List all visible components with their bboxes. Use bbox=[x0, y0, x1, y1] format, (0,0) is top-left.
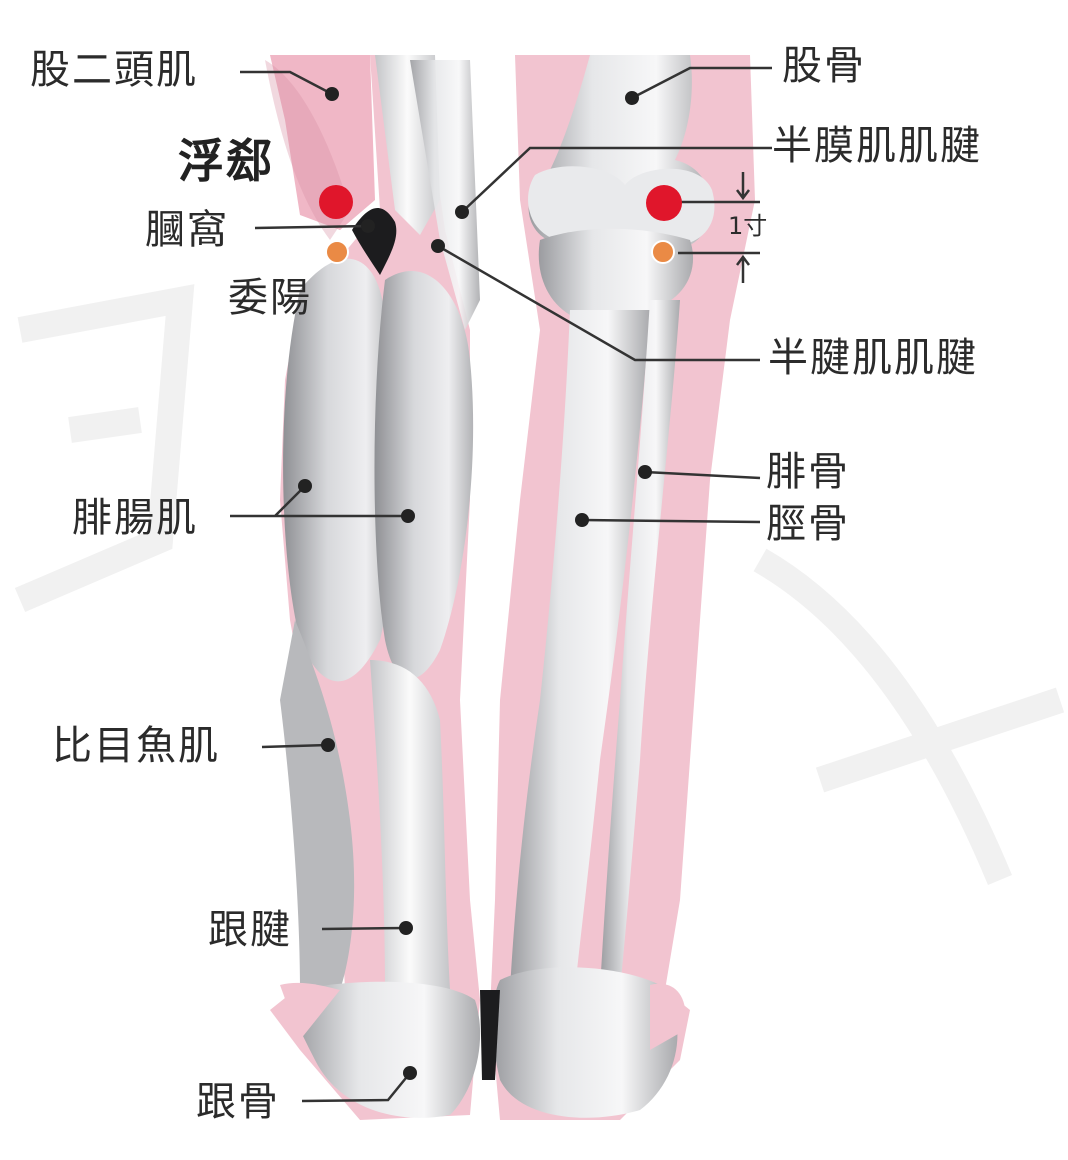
label-distance: 1寸 bbox=[728, 212, 768, 240]
right-leg bbox=[480, 55, 755, 1120]
label-tibia: 脛骨 bbox=[766, 501, 850, 547]
leader-femur bbox=[631, 66, 772, 100]
label-semitendinosus-tendon: 半腱肌肌腱 bbox=[768, 335, 978, 381]
distance-arrow-top bbox=[736, 172, 750, 201]
weiyang-point-left bbox=[325, 240, 349, 264]
label-fuxi: 浮郄 bbox=[178, 134, 274, 188]
leader-gastrocnemius bbox=[230, 485, 408, 518]
leader-lines bbox=[230, 66, 772, 1103]
leader-calcaneus bbox=[301, 1072, 411, 1103]
gastrocnemius-lateral-head bbox=[283, 258, 394, 682]
label-gastrocnemius: 腓腸肌 bbox=[72, 495, 198, 541]
leader-popliteal bbox=[254, 224, 369, 230]
achilles-tendon bbox=[370, 660, 450, 990]
weiyang-point-right bbox=[651, 240, 675, 264]
leader-semitendinosus bbox=[437, 244, 760, 362]
left-heel bbox=[293, 981, 481, 1118]
label-soleus: 比目魚肌 bbox=[52, 723, 220, 769]
left-leg bbox=[262, 55, 481, 1120]
soleus-muscle bbox=[280, 620, 355, 990]
thigh-muscle bbox=[270, 55, 375, 230]
leader-biceps-femoris bbox=[240, 70, 333, 96]
watermark bbox=[14, 284, 1065, 886]
right-heel bbox=[492, 967, 678, 1118]
gastrocnemius-medial-head bbox=[374, 271, 474, 679]
label-weiyang: 委陽 bbox=[228, 275, 312, 321]
label-femur: 股骨 bbox=[782, 43, 866, 89]
fuxi-point-right bbox=[646, 185, 682, 221]
fuxi-point-left bbox=[319, 185, 353, 219]
semitendinosus-band bbox=[410, 60, 480, 330]
label-calcaneus: 跟骨 bbox=[196, 1079, 280, 1125]
leader-semimembranosus bbox=[461, 146, 772, 213]
label-achilles-tendon: 跟腱 bbox=[208, 907, 292, 953]
label-biceps-femoris: 股二頭肌 bbox=[30, 47, 198, 93]
leader-soleus bbox=[261, 743, 329, 749]
leader-tibia bbox=[581, 518, 761, 524]
label-semimembranosus-tendon: 半膜肌肌腱 bbox=[772, 123, 982, 169]
label-fibula: 腓骨 bbox=[766, 449, 850, 495]
leader-fibula bbox=[644, 470, 761, 480]
distance-arrow-bottom bbox=[736, 254, 750, 283]
leader-achilles bbox=[321, 926, 407, 931]
tibia-shaft bbox=[510, 310, 650, 990]
label-popliteal-fossa: 膕窩 bbox=[145, 207, 229, 253]
leader-dots bbox=[298, 87, 652, 1080]
